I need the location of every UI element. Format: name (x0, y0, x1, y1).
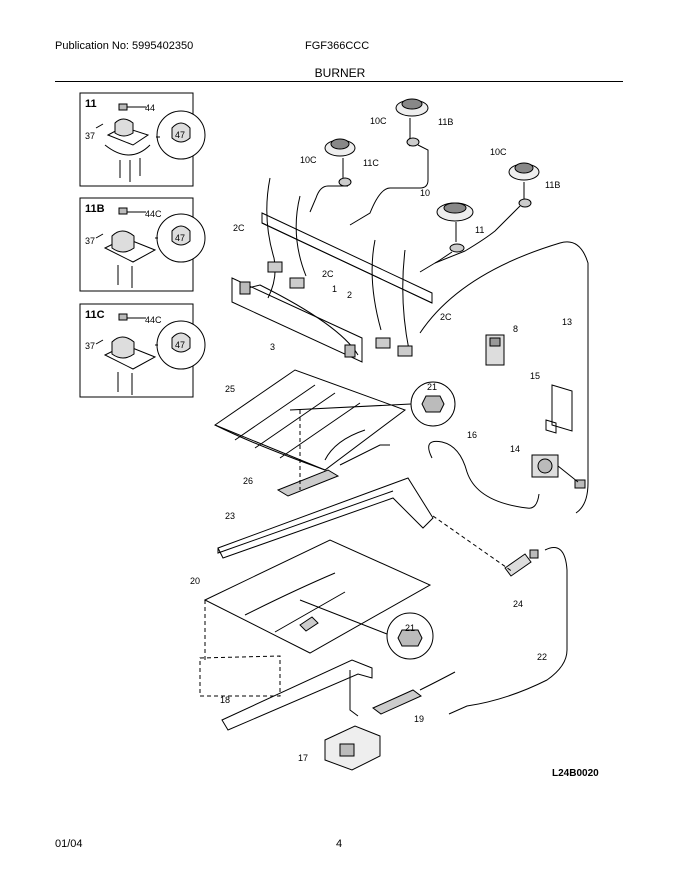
igniter-26 (276, 429, 390, 497)
svg-text:25: 25 (225, 384, 235, 394)
svg-text:37: 37 (85, 341, 95, 351)
tube-13 (419, 241, 589, 514)
heat-baffle-20 (203, 539, 432, 654)
burner-head-10 (436, 202, 474, 253)
svg-text:14: 14 (510, 444, 520, 454)
burner-tube-18 (221, 659, 373, 731)
inset-labels: 11 37 44 47 11B 37 44C 47 11C 37 44C 47 (85, 98, 185, 351)
svg-text:23: 23 (225, 511, 235, 521)
svg-text:2C: 2C (322, 269, 334, 279)
svg-text:11B: 11B (438, 117, 453, 127)
svg-text:3: 3 (270, 342, 275, 352)
safety-valve-17 (324, 725, 381, 771)
igniter-wire-d (402, 249, 410, 351)
burner-tube-left (309, 185, 348, 213)
svg-text:13: 13 (562, 317, 572, 327)
svg-text:10C: 10C (370, 116, 387, 126)
svg-text:11B: 11B (545, 180, 560, 190)
manifold-pipe (261, 212, 433, 304)
svg-text:15: 15 (530, 371, 540, 381)
diagram-code: L24B0020 (552, 768, 599, 779)
callout-labels: 10C 11B 10C 11C 10C 11B 10 11 2C 2C 2C 1… (190, 116, 572, 763)
svg-text:11C: 11C (85, 309, 105, 321)
svg-text:37: 37 (85, 131, 95, 141)
burner-head-10c-left (324, 138, 356, 187)
svg-text:10C: 10C (490, 147, 507, 157)
svg-text:11B: 11B (85, 203, 105, 215)
inset-burner-head-11c (79, 303, 206, 398)
footer-date: 01/04 (55, 838, 83, 850)
svg-text:2: 2 (347, 290, 352, 300)
model-number: FGF366CCC (305, 40, 370, 52)
svg-text:1: 1 (332, 284, 337, 294)
svg-text:10: 10 (420, 188, 430, 198)
svg-text:37: 37 (85, 236, 95, 246)
bracket-15 (545, 384, 573, 434)
svg-text:10C: 10C (300, 155, 317, 165)
burner-tube-front (419, 251, 453, 273)
header-divider (55, 81, 623, 82)
svg-text:44C: 44C (145, 315, 162, 325)
svg-text:18: 18 (220, 695, 230, 705)
publication-number: Publication No: 5995402350 (55, 40, 194, 52)
svg-text:47: 47 (175, 233, 185, 243)
svg-text:11: 11 (475, 225, 484, 235)
part-8 (485, 334, 505, 366)
svg-text:44C: 44C (145, 209, 162, 219)
burner-tube-right (434, 205, 521, 264)
svg-text:17: 17 (298, 753, 308, 763)
svg-text:22: 22 (537, 652, 547, 662)
svg-text:8: 8 (513, 324, 518, 334)
igniter-19 (372, 671, 456, 715)
svg-text:26: 26 (243, 476, 253, 486)
inset-burner-head-11b (79, 197, 206, 292)
svg-text:16: 16 (467, 430, 477, 440)
igniter-wire-b (295, 195, 307, 277)
page-number: 4 (336, 838, 343, 850)
section-title: BURNER (314, 66, 366, 80)
burner-head-10c-right (508, 162, 540, 208)
orifice-24 (504, 549, 539, 577)
svg-text:19: 19 (414, 714, 424, 724)
burner-head-10c-rear-left (395, 98, 429, 147)
igniter-wire-c (371, 239, 382, 331)
svg-text:47: 47 (175, 130, 185, 140)
svg-text:21: 21 (427, 382, 437, 392)
nut-21-lower (299, 599, 434, 660)
regulator-14 (531, 454, 586, 489)
inset-burner-head-11 (79, 92, 206, 187)
svg-text:2C: 2C (233, 223, 245, 233)
svg-text:20: 20 (190, 576, 200, 586)
svg-text:11: 11 (85, 98, 97, 110)
alignment-lines (199, 410, 514, 697)
valve-row (267, 261, 413, 357)
svg-text:2C: 2C (440, 312, 452, 322)
svg-text:11C: 11C (363, 158, 379, 168)
manifold-bracket (231, 277, 363, 363)
nut-21-upper (289, 381, 456, 427)
burner-tube-23 (217, 477, 434, 559)
heat-baffle-25 (213, 369, 407, 471)
svg-text:44: 44 (145, 103, 155, 113)
burner-tube-rear-left (349, 144, 429, 226)
svg-text:47: 47 (175, 340, 185, 350)
svg-text:24: 24 (513, 599, 523, 609)
igniter-wire-a (266, 177, 276, 299)
tube-22 (448, 547, 568, 715)
tube-16 (428, 440, 540, 509)
svg-text:21: 21 (405, 623, 415, 633)
